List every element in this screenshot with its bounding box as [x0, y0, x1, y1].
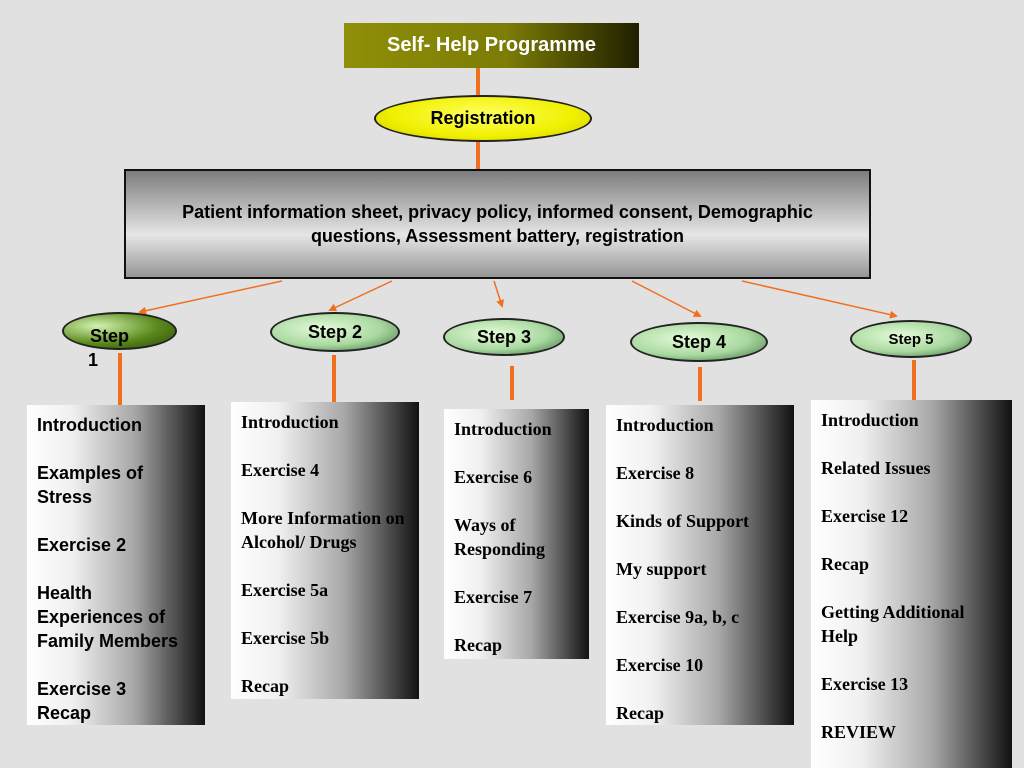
list-item: Exercise 5a: [241, 580, 329, 600]
list-item: Related Issues: [821, 458, 931, 478]
list-item: More Information on Alcohol/ Drugs: [241, 508, 405, 552]
list-item: Exercise 5b: [241, 628, 330, 648]
list-item: Introduction: [821, 410, 919, 430]
registration-node: Registration: [374, 95, 592, 142]
step-4-label: Step 4: [671, 331, 727, 352]
list-item: Introduction: [241, 412, 339, 432]
list-item: Exercise 10: [616, 655, 704, 675]
step-4-node: Step 4: [630, 322, 768, 362]
list-item: Health Experiences of Family Members: [37, 583, 179, 651]
list-item: Recap: [454, 635, 502, 655]
list-item: Getting Additional Help: [821, 602, 965, 646]
step-5-label: Step 5: [888, 330, 934, 348]
step-1-label: Step: [90, 326, 130, 346]
info-box: Patient information sheet, privacy polic…: [124, 169, 871, 279]
programme-title: Self- Help Programme: [344, 23, 639, 68]
step-3-content-box: Introduction Exercise 6 Ways of Respondi…: [444, 409, 589, 659]
list-item: Exercise 7: [454, 587, 533, 607]
list-item: Exercise 13: [821, 674, 909, 694]
step-3-label: Step 3: [476, 326, 532, 347]
step-1-node: Step: [62, 312, 177, 350]
arrow-to-step-4: [631, 280, 702, 317]
list-item: Recap: [241, 676, 289, 696]
list-item: Recap: [616, 703, 664, 723]
list-item: Exercise 6: [454, 467, 533, 487]
list-item: Introduction: [454, 419, 552, 439]
arrow-to-step-5: [741, 280, 898, 319]
step-4-content-box: Introduction Exercise 8 Kinds of Support…: [606, 405, 794, 725]
list-item: Recap: [821, 554, 869, 574]
list-item: Kinds of Support: [616, 511, 750, 531]
arrow-to-step-1: [138, 280, 283, 315]
step-1-number: 1: [88, 350, 99, 370]
list-item: My support: [616, 559, 707, 579]
step-5-node: Step 5: [850, 320, 972, 358]
list-item: REVIEW: [821, 722, 897, 742]
list-item: Exercise 8: [616, 463, 695, 483]
step-5-content-box: Introduction Related Issues Exercise 12 …: [811, 400, 1012, 768]
arrow-to-step-3: [493, 280, 504, 308]
list-item: Exercise 12: [821, 506, 909, 526]
list-item: Exercise 2: [37, 535, 127, 555]
arrow-to-step-2: [328, 280, 393, 312]
list-item: Examples of Stress: [37, 463, 144, 507]
step-2-label: Step 2: [307, 321, 363, 342]
list-item: Exercise 3 Recap: [37, 679, 127, 723]
list-item: Exercise 9a, b, c: [616, 607, 740, 627]
list-item: Introduction: [37, 415, 142, 435]
list-item: Ways of Responding: [454, 515, 546, 559]
list-item: Exercise 4: [241, 460, 320, 480]
list-item: Introduction: [616, 415, 714, 435]
step-1-content-box: Introduction Examples of Stress Exercise…: [27, 405, 205, 725]
step-2-content-box: Introduction Exercise 4 More Information…: [231, 402, 419, 699]
step-2-node: Step 2: [270, 312, 400, 352]
step-3-node: Step 3: [443, 318, 565, 356]
